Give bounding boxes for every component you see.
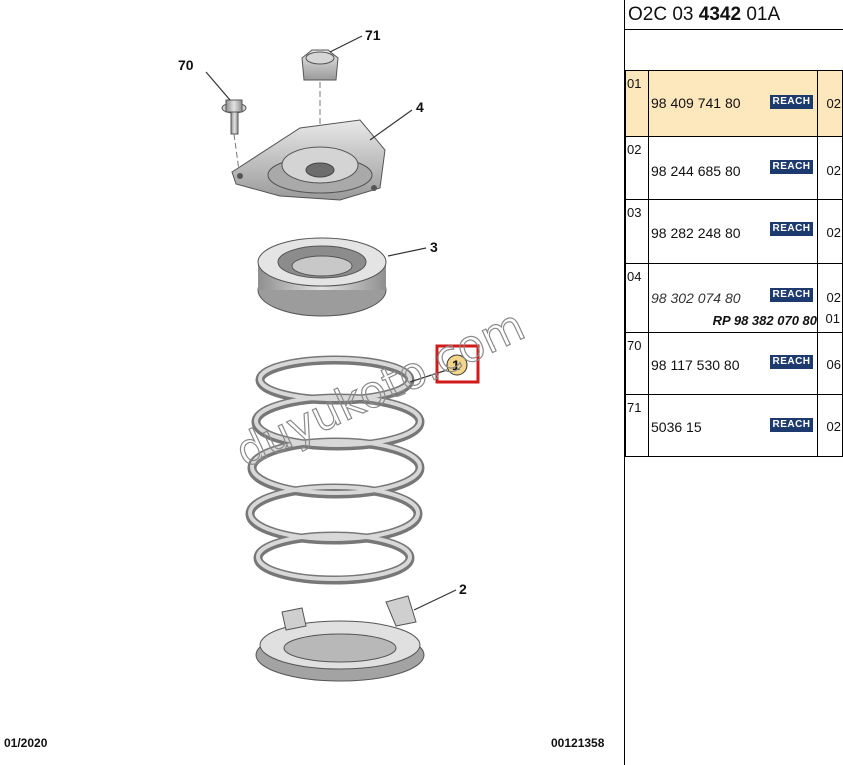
replacement-part-number[interactable]: RP 98 382 070 80 bbox=[712, 313, 817, 328]
row-index: 02 bbox=[627, 142, 642, 157]
part-number[interactable]: 98 117 530 80 bbox=[651, 357, 740, 373]
reach-badge: REACH bbox=[770, 355, 813, 369]
reach-badge: REACH bbox=[770, 288, 813, 302]
callout-1-highlight[interactable]: 1 bbox=[435, 344, 480, 384]
row-index: 04 bbox=[627, 269, 642, 284]
replacement-qty: 01 bbox=[825, 311, 840, 326]
panel-divider bbox=[624, 0, 625, 765]
reach-badge: REACH bbox=[770, 418, 813, 432]
row-qty: 02 bbox=[826, 163, 841, 178]
row-qty: 02 bbox=[826, 290, 841, 305]
bearing-part[interactable] bbox=[257, 237, 387, 317]
code-prefix: O2C 03 bbox=[628, 4, 694, 25]
top-mount-part[interactable] bbox=[231, 119, 386, 201]
part-number[interactable]: 5036 15 bbox=[651, 419, 702, 435]
callout-3[interactable]: 3 bbox=[430, 239, 438, 255]
footer-reference: 00121358 bbox=[551, 736, 605, 750]
row-qty: 06 bbox=[826, 357, 841, 372]
callout-1[interactable]: 1 bbox=[452, 357, 460, 373]
callout-70[interactable]: 70 bbox=[178, 57, 194, 73]
part-number[interactable]: 98 282 248 80 bbox=[651, 225, 741, 241]
code-suffix: 01A bbox=[746, 4, 781, 25]
part-number[interactable]: 98 302 074 80 bbox=[651, 290, 741, 306]
bolt-part[interactable] bbox=[221, 99, 247, 179]
row-qty: 02 bbox=[826, 419, 841, 434]
row-qty: 02 bbox=[826, 96, 841, 111]
panel-border-left bbox=[625, 70, 626, 457]
row-index: 03 bbox=[627, 205, 642, 220]
panel-spacer bbox=[625, 30, 843, 71]
row-index: 70 bbox=[627, 338, 642, 353]
row-index: 71 bbox=[627, 400, 642, 415]
reach-badge: REACH bbox=[770, 160, 813, 174]
spring-seat-part[interactable] bbox=[255, 595, 425, 682]
part-row[interactable]: 01 98 409 741 80 REACH 02 bbox=[625, 71, 843, 137]
part-row[interactable]: 71 5036 15 REACH 02 bbox=[625, 395, 843, 457]
row-index: 01 bbox=[627, 76, 642, 91]
part-row[interactable]: 04 98 302 074 80 REACH 02 RP 98 382 070 … bbox=[625, 264, 843, 333]
callout-4[interactable]: 4 bbox=[416, 99, 424, 115]
reach-badge: REACH bbox=[770, 222, 813, 236]
part-row[interactable]: 03 98 282 248 80 REACH 02 bbox=[625, 200, 843, 264]
part-number[interactable]: 98 244 685 80 bbox=[651, 163, 741, 179]
part-row[interactable]: 70 98 117 530 80 REACH 06 bbox=[625, 333, 843, 395]
callout-2[interactable]: 2 bbox=[459, 581, 467, 597]
callout-71[interactable]: 71 bbox=[365, 27, 381, 43]
row-qty: 02 bbox=[826, 225, 841, 240]
diagram-code: O2C 03 4342 01A bbox=[625, 0, 843, 30]
part-row[interactable]: 02 98 244 685 80 REACH 02 bbox=[625, 137, 843, 200]
reach-badge: REACH bbox=[770, 95, 813, 109]
footer-date: 01/2020 bbox=[4, 736, 48, 750]
code-bold: 4342 bbox=[698, 4, 742, 25]
part-number[interactable]: 98 409 741 80 bbox=[651, 95, 741, 111]
exploded-parts-diagram: 70 71 4 3 1 2 duyukoto.com bbox=[178, 27, 533, 682]
parts-panel: O2C 03 4342 01A 01 98 409 741 80 REACH 0… bbox=[625, 0, 843, 765]
